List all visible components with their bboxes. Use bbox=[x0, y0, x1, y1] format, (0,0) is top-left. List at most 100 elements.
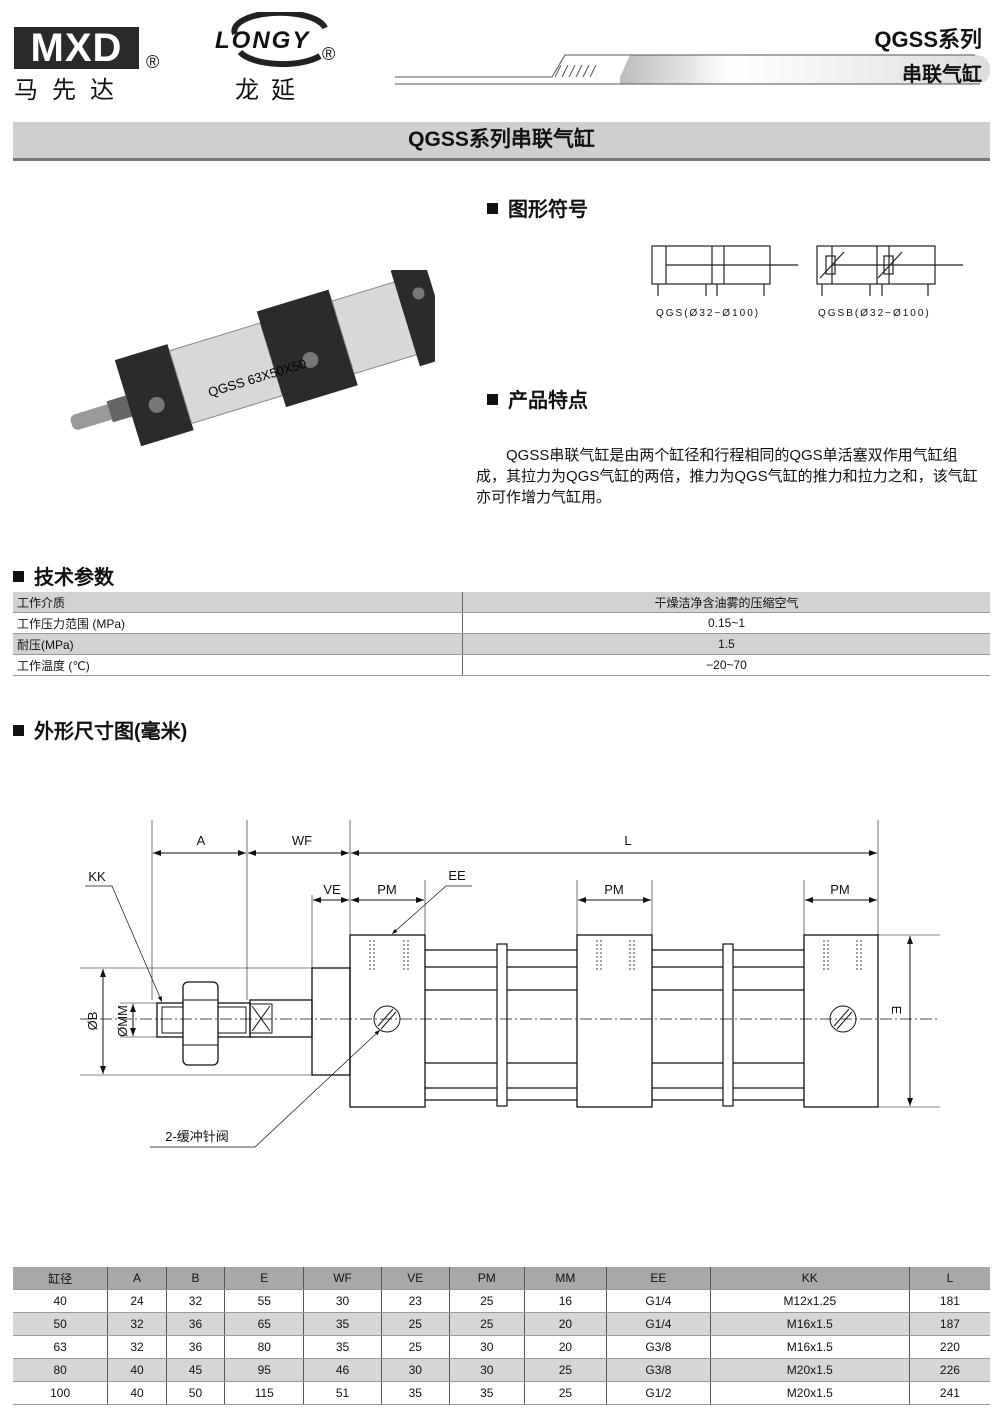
dim-label-kk: KK bbox=[88, 869, 106, 884]
table-cell: 40 bbox=[107, 1381, 167, 1405]
table-cell: 25 bbox=[380, 1335, 450, 1359]
table-cell: M16x1.5 bbox=[709, 1312, 910, 1336]
symbol-label-qgs: QGS(Ø32−Ø100) bbox=[656, 308, 761, 319]
column-header: EE bbox=[606, 1267, 711, 1290]
table-cell: 181 bbox=[908, 1289, 990, 1313]
table-cell: 16 bbox=[523, 1289, 607, 1313]
table-cell: 80 bbox=[13, 1358, 108, 1382]
table-cell: M20x1.5 bbox=[709, 1358, 910, 1382]
dim-label-pm: PM bbox=[377, 882, 397, 897]
table-cell: G1/4 bbox=[606, 1312, 711, 1336]
table-cell: 23 bbox=[380, 1289, 450, 1313]
column-header: 缸径 bbox=[13, 1267, 108, 1290]
features-heading: 产品特点 bbox=[487, 384, 588, 413]
table-cell: 115 bbox=[224, 1381, 304, 1405]
valve-label: 2-缓冲针阀 bbox=[165, 1129, 229, 1144]
mxd-logo: MXD bbox=[14, 27, 139, 69]
mxd-chinese-name: 马先达 bbox=[14, 77, 128, 104]
longy-chinese-name: 龙延 bbox=[235, 77, 307, 104]
table-cell: 46 bbox=[303, 1358, 382, 1382]
table-cell: 65 bbox=[224, 1312, 304, 1336]
dim-label-ee: EE bbox=[448, 868, 466, 883]
table-cell: 25 bbox=[448, 1312, 525, 1336]
registered-mark: ® bbox=[146, 52, 160, 72]
table-cell: 36 bbox=[165, 1312, 225, 1336]
drawing-heading: 外形尺寸图(毫米) bbox=[13, 715, 187, 744]
table-cell: 187 bbox=[908, 1312, 990, 1336]
table-cell: 226 bbox=[908, 1358, 990, 1382]
product-image: QGSS 63X50X50 bbox=[70, 270, 435, 447]
table-cell: G3/8 bbox=[606, 1358, 711, 1382]
table-cell: 20 bbox=[523, 1335, 607, 1359]
spec-value: 0.15~1 bbox=[462, 612, 990, 634]
table-cell: 40 bbox=[13, 1289, 108, 1313]
table-cell: G3/8 bbox=[606, 1335, 711, 1359]
spec-label: 工作压力范围 (MPa) bbox=[13, 612, 463, 634]
table-cell: 25 bbox=[448, 1289, 525, 1313]
table-cell: 95 bbox=[224, 1358, 304, 1382]
table-cell: M16x1.5 bbox=[709, 1335, 910, 1359]
spec-row: 工作压力范围 (MPa)0.15~1 bbox=[13, 612, 990, 634]
table-cell: 35 bbox=[303, 1312, 382, 1336]
table-cell: M12x1.25 bbox=[709, 1289, 910, 1313]
table-cell: 63 bbox=[13, 1335, 108, 1359]
spec-label: 工作介质 bbox=[13, 592, 463, 613]
table-cell: 35 bbox=[448, 1381, 525, 1405]
table-cell: 100 bbox=[13, 1381, 108, 1405]
column-header: VE bbox=[380, 1267, 450, 1290]
symbol-label-qgsb: QGSB(Ø32−Ø100) bbox=[818, 308, 931, 319]
table-cell: 30 bbox=[448, 1335, 525, 1359]
table-cell: 30 bbox=[380, 1358, 450, 1382]
table-cell: 25 bbox=[523, 1381, 607, 1405]
table-cell: 20 bbox=[523, 1312, 607, 1336]
table-cell: 50 bbox=[13, 1312, 108, 1336]
table-cell: 220 bbox=[908, 1335, 990, 1359]
column-header: L bbox=[908, 1267, 990, 1290]
column-header: A bbox=[107, 1267, 167, 1290]
table-cell: G1/2 bbox=[606, 1381, 711, 1405]
page-title: QGSS系列串联气缸 bbox=[13, 122, 990, 161]
dim-label-a: A bbox=[197, 833, 206, 848]
dim-label-mm: ØMM bbox=[115, 1005, 130, 1037]
table-cell: 35 bbox=[380, 1381, 450, 1405]
table-cell: 32 bbox=[107, 1312, 167, 1336]
dim-label-wf: WF bbox=[292, 833, 312, 848]
table-cell: 45 bbox=[165, 1358, 225, 1382]
table-cell: 32 bbox=[107, 1335, 167, 1359]
table-cell: 32 bbox=[165, 1289, 225, 1313]
column-header: PM bbox=[448, 1267, 525, 1290]
table-cell: 24 bbox=[107, 1289, 167, 1313]
spec-row: 工作介质干燥洁净含油雾的压缩空气 bbox=[13, 592, 990, 613]
spec-value: 干燥洁净含油雾的压缩空气 bbox=[462, 592, 990, 613]
dim-label-l: L bbox=[624, 833, 631, 848]
table-cell: 25 bbox=[523, 1358, 607, 1382]
table-cell: 30 bbox=[303, 1289, 382, 1313]
symbol-heading: 图形符号 bbox=[487, 193, 588, 222]
spec-label: 耐压(MPa) bbox=[13, 633, 463, 655]
spec-row: 工作温度 (℃)−20~70 bbox=[13, 654, 990, 676]
dim-label-b: ØB bbox=[85, 1012, 100, 1031]
table-cell: 30 bbox=[448, 1358, 525, 1382]
series-subtitle: 串联气缸 bbox=[902, 64, 982, 86]
column-header: MM bbox=[523, 1267, 607, 1290]
column-header: B bbox=[165, 1267, 225, 1290]
dim-label-ve: VE bbox=[323, 882, 341, 897]
column-header: WF bbox=[303, 1267, 382, 1290]
table-cell: M20x1.5 bbox=[709, 1381, 910, 1405]
table-cell: 35 bbox=[303, 1335, 382, 1359]
features-text: QGSS串联气缸是由两个缸径和行程相同的QGS单活塞双作用气缸组成，其拉力为QG… bbox=[476, 447, 978, 506]
column-header: KK bbox=[709, 1267, 910, 1290]
spec-value: −20~70 bbox=[462, 654, 990, 676]
table-cell: 80 bbox=[224, 1335, 304, 1359]
longy-swoosh-icon bbox=[231, 12, 328, 68]
table-cell: 50 bbox=[165, 1381, 225, 1405]
dim-label-e: E bbox=[889, 1006, 904, 1015]
tech-heading: 技术参数 bbox=[13, 561, 114, 590]
table-cell: 36 bbox=[165, 1335, 225, 1359]
table-cell: 241 bbox=[908, 1381, 990, 1405]
